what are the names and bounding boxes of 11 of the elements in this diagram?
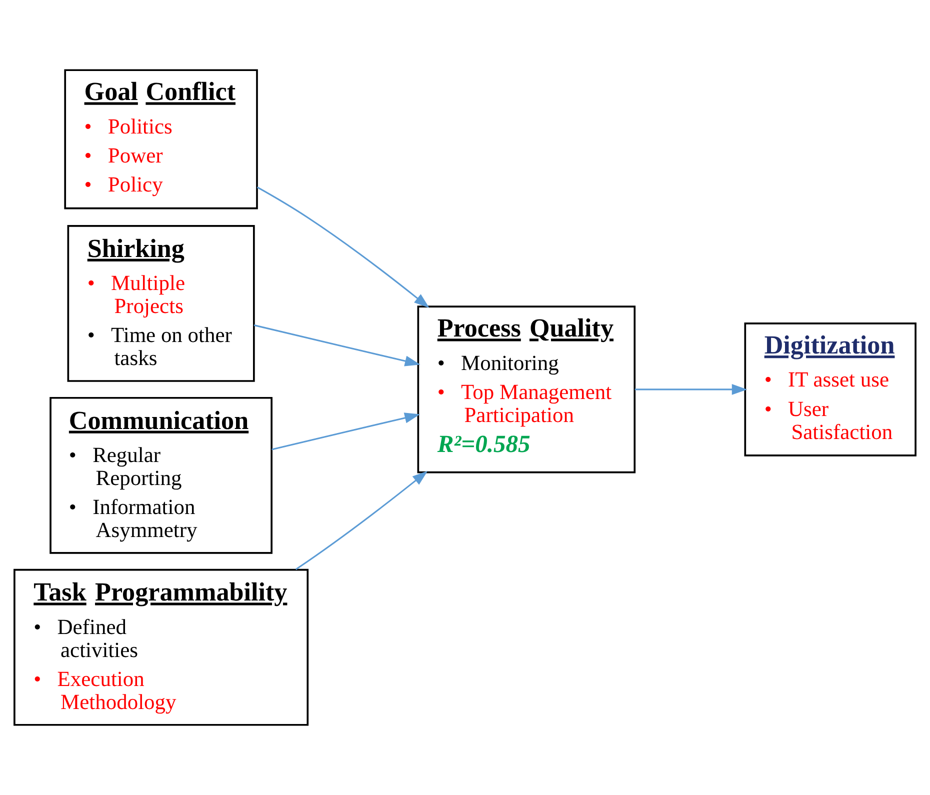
node-box: Communication • Regular Reporting • Information Asymmetry	[50, 396, 272, 554]
arrow	[254, 324, 420, 366]
arrow	[272, 412, 420, 450]
node-box: Task Programmability • Defined activities • Execution Methodology	[14, 568, 309, 726]
arrow	[634, 384, 748, 395]
node-box: Process Quality • Monitoring • Top Management Participation R²=0.585	[417, 306, 636, 474]
node-box: Shirking • Multiple Projects • Time on other tasks	[67, 225, 255, 382]
node-box: Goal Conflict • Politics • Power • Policy	[64, 69, 258, 210]
node-box: Digitization • IT asset use • User Satisfaction	[744, 322, 916, 456]
arrow	[256, 186, 430, 308]
arrow	[295, 470, 428, 570]
